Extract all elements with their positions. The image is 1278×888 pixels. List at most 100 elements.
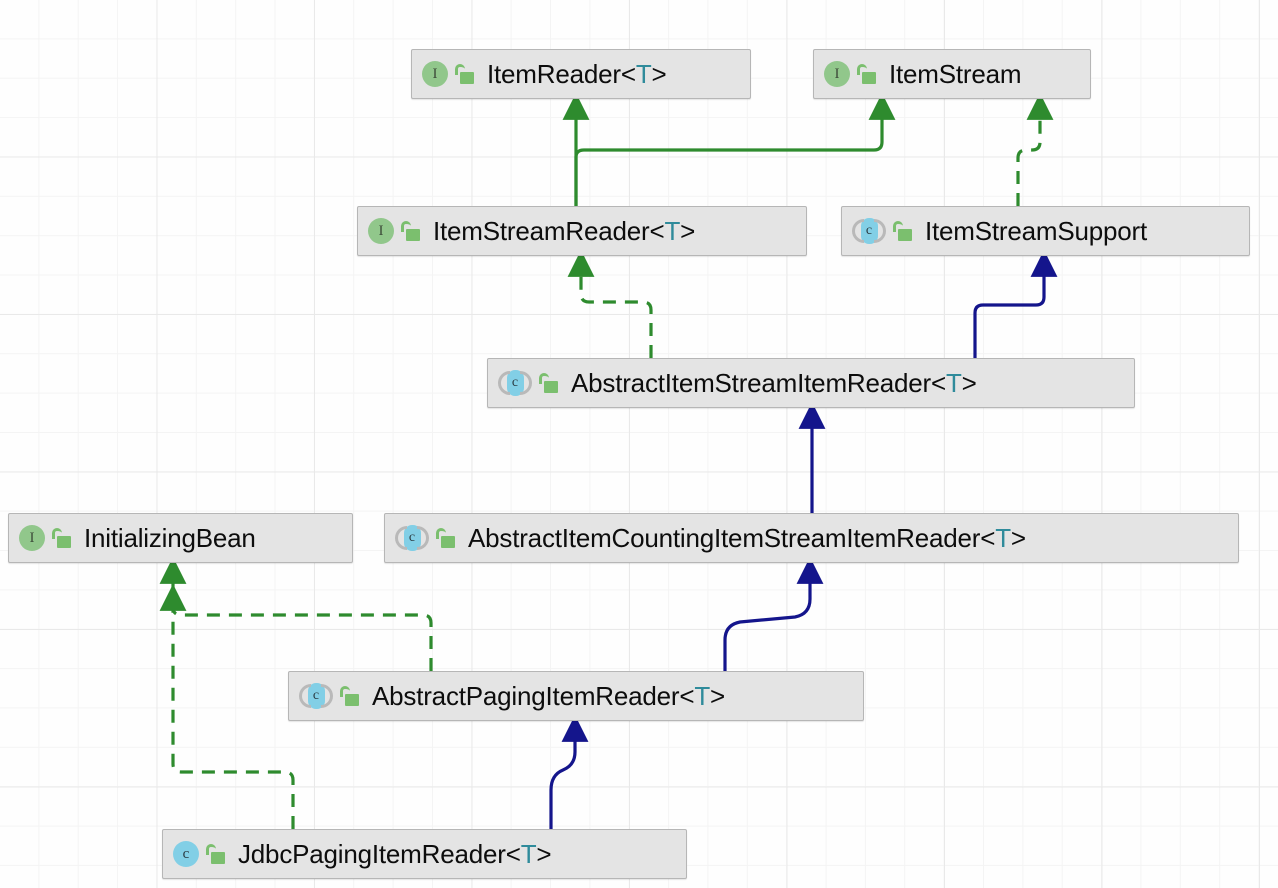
uml-edge-extends-jdbc-paging-item-reader-to-abstract-paging-item-reader[interactable] [549, 714, 589, 829]
node-label: InitializingBean [84, 525, 256, 551]
abstract-bracket-right-icon [520, 371, 532, 395]
node-label: JdbcPagingItemReader<T> [238, 839, 552, 869]
abstract-class-letter: c [860, 218, 878, 244]
generic-close-angle: > [710, 681, 726, 711]
interface-icon: I [824, 61, 850, 87]
node-icons: I [422, 61, 475, 87]
abstract-class-letter: c [506, 370, 524, 396]
node-label: AbstractItemCountingItemStreamItemReader… [468, 525, 1026, 551]
uml-node-item-reader[interactable]: I ItemReader<T> [411, 49, 751, 99]
node-type-name: ItemReader [487, 59, 621, 89]
abstract-bracket-right-icon [321, 684, 333, 708]
generic-type-parameter: T [694, 681, 711, 711]
abstract-class-icon: c [395, 525, 429, 551]
abstract-bracket-left-icon [498, 371, 510, 395]
node-icons: c [852, 218, 913, 244]
interface-icon: I [368, 218, 394, 244]
uml-node-abstract-item-counting-item-stream-item-reader[interactable]: c AbstractItemCountingItemStreamItemReade… [384, 513, 1239, 563]
node-type-name: JdbcPagingItemReader [238, 839, 506, 869]
uml-edge-implements-abstract-item-stream-item-reader-to-item-stream-reader[interactable] [567, 249, 653, 358]
padlock-shackle-icon [455, 64, 465, 75]
uml-edge-extends-item-stream-reader-to-item-stream[interactable] [574, 92, 896, 206]
public-unlocked-padlock-icon [857, 63, 877, 85]
public-unlocked-padlock-icon [401, 220, 421, 242]
generic-type-parameter: T [945, 368, 962, 398]
abstract-bracket-right-icon [874, 219, 886, 243]
padlock-body-icon [460, 72, 474, 84]
generic-close-angle: > [961, 368, 977, 398]
class-icon: c [173, 841, 199, 867]
abstract-class-icon: c [299, 683, 333, 709]
generic-open-angle: < [620, 59, 636, 89]
node-type-name: AbstractItemCountingItemStreamItemReader [468, 523, 981, 553]
generic-open-angle: < [649, 216, 665, 246]
node-icons: c [299, 683, 360, 709]
uml-node-item-stream-reader[interactable]: I ItemStreamReader<T> [357, 206, 807, 256]
public-unlocked-padlock-icon [539, 372, 559, 394]
node-icons: c [498, 370, 559, 396]
abstract-bracket-left-icon [395, 526, 407, 550]
uml-node-item-stream-support[interactable]: c ItemStreamSupport [841, 206, 1250, 256]
node-type-name: AbstractPagingItemReader [372, 681, 680, 711]
node-icons: I [824, 61, 877, 87]
padlock-body-icon [406, 229, 420, 241]
node-type-name: ItemStreamSupport [925, 216, 1148, 246]
generic-open-angle: < [679, 681, 695, 711]
uml-node-jdbc-paging-item-reader[interactable]: c JdbcPagingItemReader<T> [162, 829, 687, 879]
node-label: AbstractItemStreamItemReader<T> [571, 370, 977, 396]
node-type-name: ItemStreamReader [433, 216, 650, 246]
generic-close-angle: > [680, 216, 696, 246]
abstract-class-icon: c [852, 218, 886, 244]
public-unlocked-padlock-icon [206, 843, 226, 865]
uml-node-abstract-item-stream-item-reader[interactable]: c AbstractItemStreamItemReader<T> [487, 358, 1135, 408]
node-type-name: InitializingBean [84, 523, 256, 553]
abstract-bracket-right-icon [417, 526, 429, 550]
generic-open-angle: < [980, 523, 996, 553]
padlock-body-icon [57, 536, 71, 548]
padlock-body-icon [345, 694, 359, 706]
node-label: ItemReader<T> [487, 61, 667, 87]
interface-icon: I [422, 61, 448, 87]
public-unlocked-padlock-icon [340, 685, 360, 707]
uml-edge-implements-abstract-paging-item-reader-to-initializing-bean[interactable] [159, 556, 433, 671]
node-label: ItemStreamReader<T> [433, 218, 695, 244]
node-icons: c [395, 525, 456, 551]
generic-open-angle: < [505, 839, 521, 869]
abstract-class-letter: c [403, 525, 421, 551]
public-unlocked-padlock-icon [455, 63, 475, 85]
node-type-name: AbstractItemStreamItemReader [571, 368, 931, 398]
node-type-name: ItemStream [889, 59, 1022, 89]
public-unlocked-padlock-icon [52, 527, 72, 549]
interface-icon: I [19, 525, 45, 551]
uml-node-initializing-bean[interactable]: I InitializingBean [8, 513, 353, 563]
public-unlocked-padlock-icon [436, 527, 456, 549]
padlock-shackle-icon [340, 686, 350, 697]
uml-edge-extends-abstract-paging-item-reader-to-abstract-item-counting-item-stream-item-reader[interactable] [723, 556, 824, 671]
padlock-shackle-icon [893, 221, 903, 232]
padlock-body-icon [862, 72, 876, 84]
padlock-shackle-icon [436, 528, 446, 539]
abstract-class-letter: c [307, 683, 325, 709]
padlock-body-icon [898, 229, 912, 241]
padlock-shackle-icon [206, 844, 216, 855]
padlock-shackle-icon [401, 221, 411, 232]
generic-open-angle: < [930, 368, 946, 398]
padlock-shackle-icon [52, 528, 62, 539]
abstract-bracket-left-icon [299, 684, 311, 708]
uml-edge-implements-item-stream-support-to-item-stream[interactable] [1016, 92, 1054, 206]
generic-close-angle: > [536, 839, 552, 869]
node-label: AbstractPagingItemReader<T> [372, 683, 725, 709]
abstract-class-icon: c [498, 370, 532, 396]
node-icons: I [19, 525, 72, 551]
uml-edge-extends-abstract-item-stream-item-reader-to-item-stream-support[interactable] [973, 249, 1058, 358]
padlock-body-icon [441, 536, 455, 548]
node-icons: I [368, 218, 421, 244]
uml-node-abstract-paging-item-reader[interactable]: c AbstractPagingItemReader<T> [288, 671, 864, 721]
generic-type-parameter: T [520, 839, 537, 869]
uml-node-item-stream[interactable]: I ItemStream [813, 49, 1091, 99]
node-icons: c [173, 841, 226, 867]
public-unlocked-padlock-icon [893, 220, 913, 242]
uml-edge-implements-jdbc-paging-item-reader-to-initializing-bean[interactable] [159, 583, 295, 829]
